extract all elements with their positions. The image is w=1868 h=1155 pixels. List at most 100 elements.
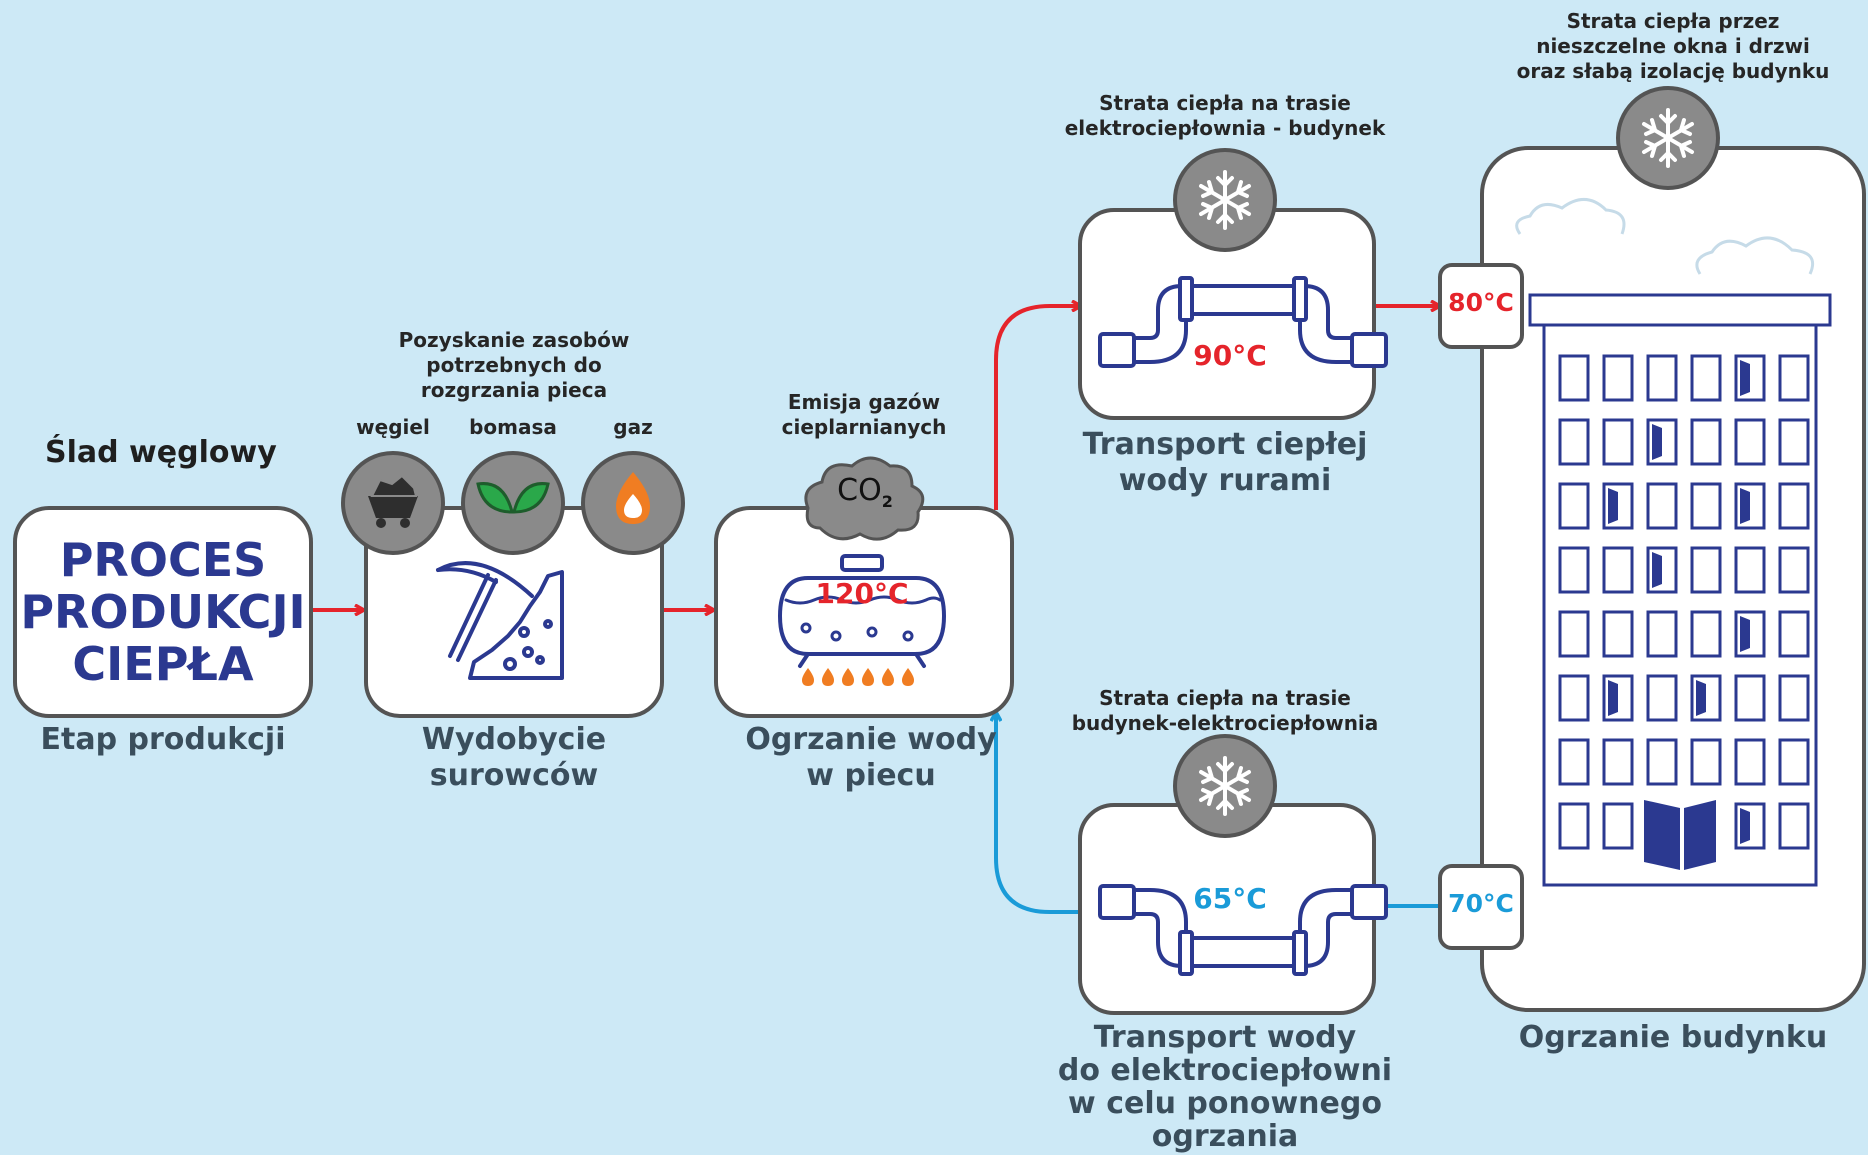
building-window bbox=[1646, 482, 1678, 530]
header-line: budynek-elektrociepłownia bbox=[1071, 711, 1379, 735]
building-window bbox=[1602, 418, 1634, 466]
building-window bbox=[1558, 418, 1590, 466]
transport-cold-header: Strata ciepła na trasie budynek-elektroc… bbox=[1060, 686, 1390, 736]
production-caption: Etap produkcji bbox=[40, 722, 286, 757]
building-window bbox=[1558, 802, 1590, 850]
header-line: Strata ciepła przez bbox=[1566, 9, 1780, 33]
caption-line: surowców bbox=[429, 758, 599, 793]
building-window bbox=[1778, 482, 1810, 530]
transport-hot-temperature: 90°C bbox=[1193, 339, 1267, 372]
building-window bbox=[1734, 738, 1766, 786]
box-text-line: PRODUKCJI bbox=[20, 585, 306, 639]
cloud-decoration bbox=[1515, 198, 1815, 275]
building-window bbox=[1778, 546, 1810, 594]
co2-subscript: 2 bbox=[881, 492, 893, 511]
building-window bbox=[1778, 738, 1810, 786]
building-window bbox=[1690, 482, 1722, 530]
building-entrance-door bbox=[1644, 800, 1716, 870]
caption-line: Transport wody bbox=[1093, 1020, 1357, 1055]
production-box bbox=[13, 506, 313, 718]
resource-label-coal: węgiel bbox=[356, 415, 430, 439]
open-window-panel bbox=[1740, 360, 1750, 396]
caption-line: Ogrzanie wody bbox=[745, 722, 997, 757]
snowflake-icon bbox=[1173, 734, 1277, 838]
building-window bbox=[1778, 610, 1810, 658]
open-window-panel bbox=[1652, 552, 1662, 588]
furnace-caption: Ogrzanie wody w piecu bbox=[716, 722, 1026, 794]
building-window bbox=[1778, 802, 1810, 850]
building-window bbox=[1646, 738, 1678, 786]
building-window bbox=[1558, 674, 1590, 722]
building-window bbox=[1690, 546, 1722, 594]
building-window bbox=[1778, 354, 1810, 402]
edge-furnace-transport-hot bbox=[994, 306, 1081, 510]
building-window bbox=[1690, 354, 1722, 402]
caption-line: Transport ciepłej bbox=[1082, 427, 1368, 462]
header-line: oraz słabą izolację budynku bbox=[1516, 59, 1830, 83]
temp-in-badge bbox=[1438, 263, 1524, 349]
production-box-text: PROCES PRODUKCJI CIEPŁA bbox=[15, 534, 311, 690]
caption-line: wody rurami bbox=[1118, 463, 1332, 498]
co2-cloud-icon bbox=[804, 456, 925, 541]
snowflake-icon bbox=[1616, 86, 1720, 190]
box-text-line: CIEPŁA bbox=[72, 637, 254, 691]
caption-line: Wydobycie bbox=[421, 722, 607, 757]
building-window bbox=[1778, 418, 1810, 466]
building-caption: Ogrzanie budynku bbox=[1518, 1020, 1828, 1055]
open-window-panel bbox=[1696, 680, 1706, 716]
header-line: potrzebnych do bbox=[426, 353, 602, 377]
furnace-temperature: 120°C bbox=[815, 577, 909, 610]
extraction-caption: Wydobycie surowców bbox=[366, 722, 662, 794]
building-window bbox=[1734, 546, 1766, 594]
header-line: cieplarnianych bbox=[781, 415, 947, 439]
coal-cart-icon bbox=[341, 451, 445, 555]
transport-cold-caption: Transport wody do elektrociepłowni w cel… bbox=[1040, 1021, 1410, 1153]
header-line: Pozyskanie zasobów bbox=[398, 328, 630, 352]
building-window bbox=[1558, 546, 1590, 594]
building-window bbox=[1602, 354, 1634, 402]
edge-transport-cold-furnace bbox=[996, 712, 1080, 914]
flame-icon bbox=[581, 451, 685, 555]
open-window-panel bbox=[1740, 616, 1750, 652]
open-window-panel bbox=[1652, 424, 1662, 460]
building-window bbox=[1690, 738, 1722, 786]
co2-text: CO bbox=[837, 473, 882, 508]
furnace-flames-icon bbox=[802, 668, 914, 686]
header-line: rozgrzania pieca bbox=[420, 378, 608, 402]
header-line: Strata ciepła na trasie bbox=[1099, 686, 1351, 710]
open-window-panel bbox=[1740, 488, 1750, 524]
building-window bbox=[1734, 418, 1766, 466]
header-line: Strata ciepła na trasie bbox=[1099, 91, 1351, 115]
header-line: nieszczelne okna i drzwi bbox=[1536, 34, 1810, 58]
pipe-icon bbox=[1098, 276, 1388, 368]
building-window bbox=[1558, 738, 1590, 786]
building-window bbox=[1646, 354, 1678, 402]
open-window-panel bbox=[1608, 488, 1618, 524]
temp-in-label: 80°C bbox=[1448, 288, 1514, 317]
open-window-panel bbox=[1740, 808, 1750, 844]
resource-label-gas: gaz bbox=[613, 415, 653, 439]
leaves-icon bbox=[461, 451, 565, 555]
building-window bbox=[1558, 354, 1590, 402]
building-window bbox=[1602, 738, 1634, 786]
extraction-header: Pozyskanie zasobów potrzebnych do rozgrz… bbox=[364, 328, 664, 403]
transport-hot-header: Strata ciepła na trasie elektrociepłowni… bbox=[1060, 91, 1390, 141]
open-window-panel bbox=[1608, 680, 1618, 716]
pipe-icon bbox=[1098, 884, 1388, 976]
temp-out-badge bbox=[1438, 864, 1524, 950]
building-window bbox=[1646, 610, 1678, 658]
building-window bbox=[1602, 546, 1634, 594]
building-header: Strata ciepła przez nieszczelne okna i d… bbox=[1508, 9, 1838, 84]
building-window bbox=[1602, 802, 1634, 850]
water-tank-furnace-icon bbox=[777, 554, 947, 668]
header-line: Emisja gazów bbox=[787, 390, 941, 414]
caption-line: ogrzania bbox=[1151, 1119, 1299, 1154]
co2-label: CO2 bbox=[820, 473, 910, 511]
transport-hot-caption: Transport ciepłej wody rurami bbox=[1060, 427, 1390, 499]
furnace-header: Emisja gazów cieplarnianych bbox=[744, 390, 984, 440]
building-window bbox=[1558, 610, 1590, 658]
caption-line: do elektrociepłowni bbox=[1057, 1053, 1393, 1088]
transport-cold-temperature: 65°C bbox=[1193, 882, 1267, 915]
temp-out-label: 70°C bbox=[1448, 889, 1514, 918]
